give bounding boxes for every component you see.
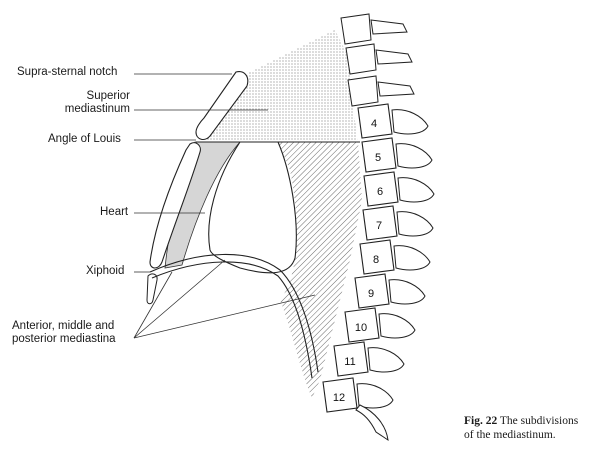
- vertebra-number: 5: [375, 152, 381, 164]
- label-amp-line2: posterior mediastina: [12, 333, 116, 345]
- sternal-body: [149, 142, 201, 269]
- leader-lines: [133, 73, 316, 339]
- vertebra-body: [363, 171, 399, 207]
- label-superior-mediastinum-line1: Superior: [86, 90, 130, 102]
- vertebra-number: 7: [376, 220, 382, 232]
- vertebra-upper-process: [375, 49, 413, 65]
- vertebra-body: [333, 341, 369, 377]
- vertebra-process: [396, 211, 434, 237]
- vertebra-process: [393, 245, 431, 271]
- diaphragm-line-upper: [149, 253, 319, 373]
- vertebra-upper-body: [347, 75, 379, 107]
- vertebra-upper-body: [340, 13, 372, 45]
- leader-amp-b: [133, 259, 226, 339]
- caption-figure-number: Fig. 22: [464, 415, 498, 427]
- xiphoid-process: [146, 273, 158, 305]
- vertebra-body: [344, 307, 380, 343]
- vertebra-process: [388, 279, 426, 305]
- vertebra-upper-process: [370, 19, 408, 35]
- vertebra-process: [356, 383, 394, 409]
- vertebra-body: [357, 103, 393, 139]
- vertebra-process: [395, 143, 433, 169]
- label-suprasternal-notch: Supra-sternal notch: [17, 66, 118, 78]
- leader-amp-a: [133, 271, 173, 339]
- vertebra-number: 6: [377, 186, 383, 198]
- vertebra-process: [391, 109, 429, 135]
- vertebra-number: 10: [355, 322, 367, 334]
- vertebra-body: [354, 273, 390, 309]
- vertebra-process: [378, 313, 416, 339]
- label-angle-of-louis: Angle of Louis: [48, 133, 121, 145]
- manubrium: [195, 71, 249, 141]
- superior-mediastinum-region: [205, 30, 358, 142]
- vertebra-number: 8: [373, 254, 379, 266]
- vertebra-process: [397, 177, 435, 203]
- vertebra-upper-body: [345, 43, 377, 75]
- caption-line2: of the mediastinum.: [464, 429, 556, 441]
- posterior-mediastinum-region: [278, 142, 362, 398]
- diaphragm-line-lower: [151, 261, 313, 379]
- leader-amp-c: [133, 294, 316, 339]
- vertebra-number: 11: [344, 356, 355, 368]
- label-xiphoid: Xiphoid: [86, 265, 125, 277]
- label-amp-line1: Anterior, middle and: [12, 320, 115, 332]
- vertebra-body: [359, 239, 395, 275]
- vertebra-number: 12: [333, 392, 345, 404]
- vertebra-body: [362, 205, 398, 241]
- vertebral-column: 4 5 6 7 8 9 10 11 12: [322, 13, 435, 442]
- label-superior-mediastinum-line2: mediastinum: [64, 103, 130, 115]
- label-heart: Heart: [100, 206, 129, 218]
- heart-outline: [208, 141, 297, 274]
- vertebra-process: [367, 347, 405, 373]
- caption-line1: The subdivisions: [499, 415, 579, 427]
- vertebra-upper-process: [377, 81, 415, 97]
- lowest-spinous-process: [355, 404, 389, 442]
- vertebra-body: [361, 137, 397, 173]
- vertebra-number: 4: [371, 118, 377, 130]
- figure-caption: Fig. 22 The subdivisions of the mediasti…: [464, 414, 578, 442]
- vertebra-number: 9: [368, 288, 374, 300]
